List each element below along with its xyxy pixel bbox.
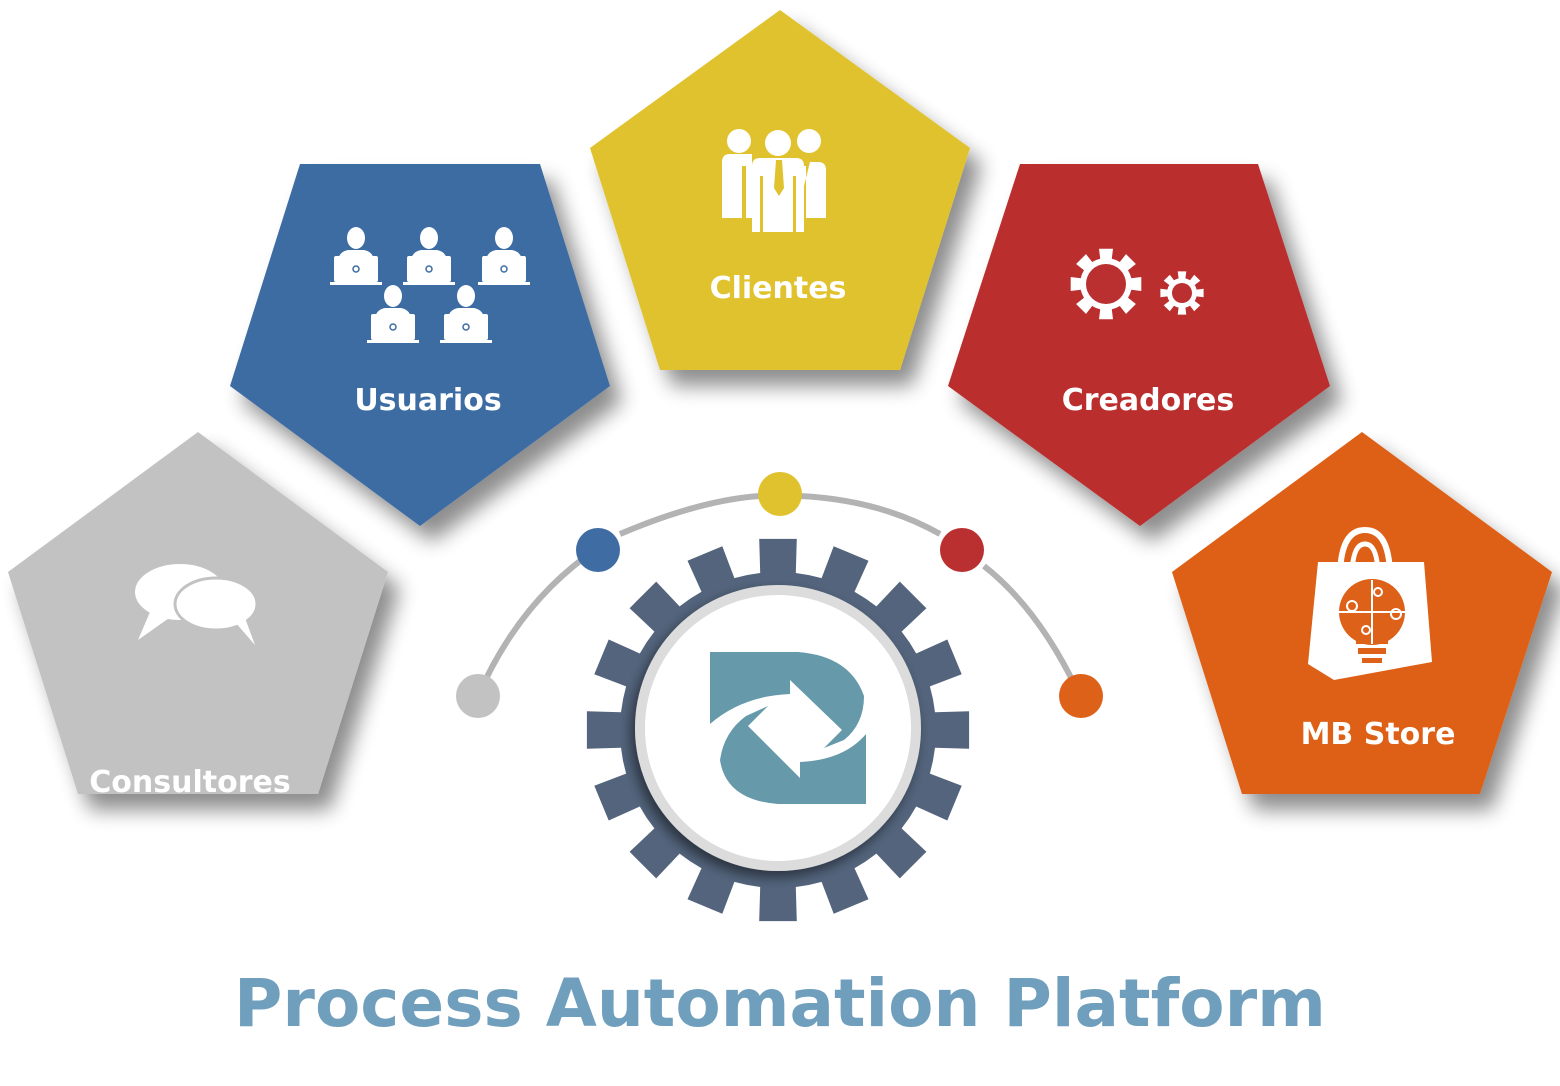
person-at-laptop bbox=[403, 227, 455, 285]
node-consultores: Consultores bbox=[8, 432, 388, 800]
gear-center-ring bbox=[635, 585, 921, 871]
gear-hole bbox=[1086, 264, 1126, 304]
gear-hole bbox=[867, 866, 878, 877]
label-consultores: Consultores bbox=[89, 765, 290, 800]
pentagon-creadores bbox=[948, 164, 1330, 526]
person-at-laptop bbox=[367, 285, 419, 343]
person-at-laptop bbox=[440, 285, 492, 343]
gear-hole bbox=[806, 558, 817, 569]
gear-hole bbox=[914, 630, 925, 641]
node-mbstore: MB Store bbox=[1172, 432, 1552, 794]
group-people-icon bbox=[722, 129, 826, 232]
gear-hole bbox=[867, 583, 878, 594]
gear-hole bbox=[806, 891, 817, 902]
gear-hole bbox=[678, 583, 689, 594]
label-clientes: Clientes bbox=[710, 271, 847, 306]
gear-hole bbox=[1172, 283, 1192, 303]
gear-hole bbox=[739, 558, 750, 569]
node-creadores: Creadores bbox=[948, 164, 1330, 526]
refresh-logo-icon bbox=[710, 652, 866, 804]
node-usuarios: Usuarios bbox=[230, 164, 610, 526]
dot-clientes bbox=[758, 472, 802, 516]
gear-hole bbox=[939, 758, 950, 769]
node-clientes: Clientes bbox=[590, 10, 970, 370]
label-creadores: Creadores bbox=[1062, 383, 1235, 418]
gear-hole bbox=[606, 691, 617, 702]
gear-hole bbox=[631, 819, 642, 830]
gear-hole bbox=[739, 891, 750, 902]
label-mbstore: MB Store bbox=[1301, 717, 1456, 752]
page-title: Process Automation Platform bbox=[234, 965, 1326, 1042]
person-at-laptop bbox=[330, 227, 382, 285]
shopping-bag-bulb-icon bbox=[1308, 526, 1432, 680]
dot-creadores bbox=[940, 528, 984, 572]
dot-usuarios bbox=[576, 528, 620, 572]
gear-hole bbox=[914, 819, 925, 830]
gear-hole bbox=[939, 691, 950, 702]
gears-icon bbox=[1070, 248, 1204, 320]
dot-mbstore bbox=[1059, 674, 1103, 718]
gear-hole bbox=[606, 758, 617, 769]
pentagon-usuarios bbox=[230, 164, 610, 526]
gear-hole bbox=[678, 866, 689, 877]
speech-bubbles-icon bbox=[135, 564, 259, 645]
person-at-laptop bbox=[478, 227, 530, 285]
users-at-laptops-icon bbox=[330, 227, 530, 343]
connector-arc bbox=[475, 493, 1083, 698]
gear-hole bbox=[631, 630, 642, 641]
dot-consultores bbox=[456, 674, 500, 718]
label-usuarios: Usuarios bbox=[354, 383, 501, 418]
